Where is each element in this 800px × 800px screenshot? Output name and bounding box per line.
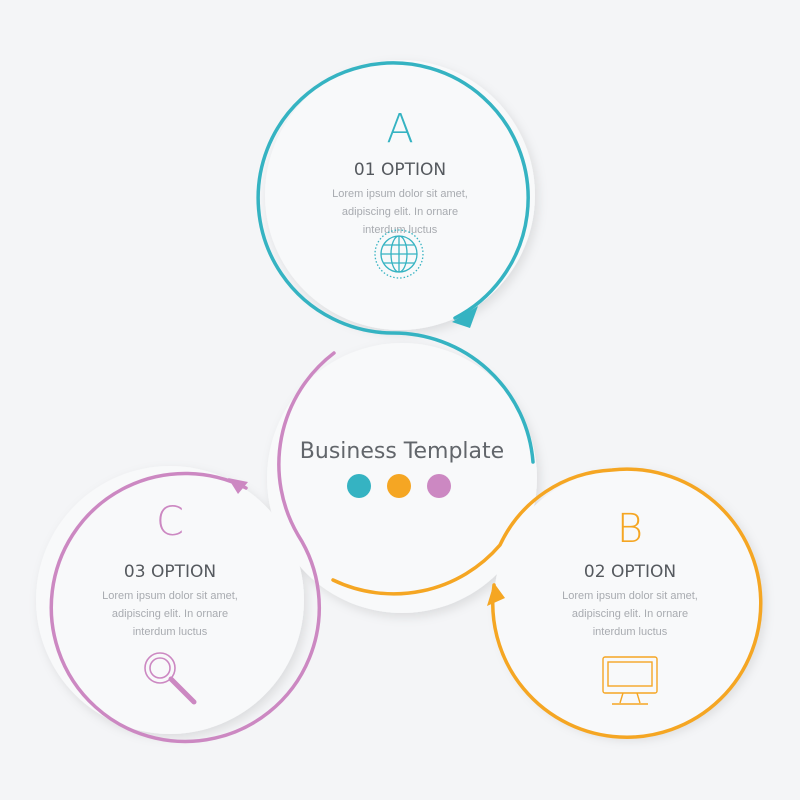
dot-orange [387,474,411,498]
option-c-letter: C [156,499,184,545]
option-b: B 02 OPTION Lorem ipsum dolor sit amet, … [562,506,698,705]
option-a-line-3: interdum luctus [363,224,438,236]
disc-c-fill [36,466,304,734]
arrow-a-icon [452,306,478,328]
option-c-line-1: Lorem ipsum dolor sit amet, [102,590,238,602]
option-a-title: 01 OPTION [354,160,446,180]
option-c-line-3: interdum luctus [133,626,208,638]
globe-icon [374,229,424,279]
dot-teal [347,474,371,498]
option-b-letter: B [617,506,643,552]
option-b-line-3: interdum luctus [593,626,668,638]
option-b-line-1: Lorem ipsum dolor sit amet, [562,590,698,602]
option-a-letter: A [386,106,413,152]
option-a-line-1: Lorem ipsum dolor sit amet, [332,188,468,200]
monitor-icon [602,656,658,705]
disc-b-fill [494,468,762,736]
center-title: Business Template [300,439,504,464]
dot-purple [427,474,451,498]
circle-b-ring [331,467,763,739]
disc-fills [36,60,762,736]
arrow-b-icon [487,583,505,606]
magnifier-icon [144,652,197,705]
arrow-c-icon [228,478,248,494]
option-a: A 01 OPTION Lorem ipsum dolor sit amet, … [332,106,468,279]
disc-a-fill [265,60,535,330]
circle-c-ring [49,351,336,744]
option-a-line-2: adipiscing elit. In ornare [342,206,458,218]
option-c-title: 03 OPTION [124,562,216,582]
circle-a-ring [256,61,535,464]
option-c: C 03 OPTION Lorem ipsum dolor sit amet, … [102,499,238,705]
option-b-line-2: adipiscing elit. In ornare [572,608,688,620]
option-c-line-2: adipiscing elit. In ornare [112,608,228,620]
option-b-title: 02 OPTION [584,562,676,582]
